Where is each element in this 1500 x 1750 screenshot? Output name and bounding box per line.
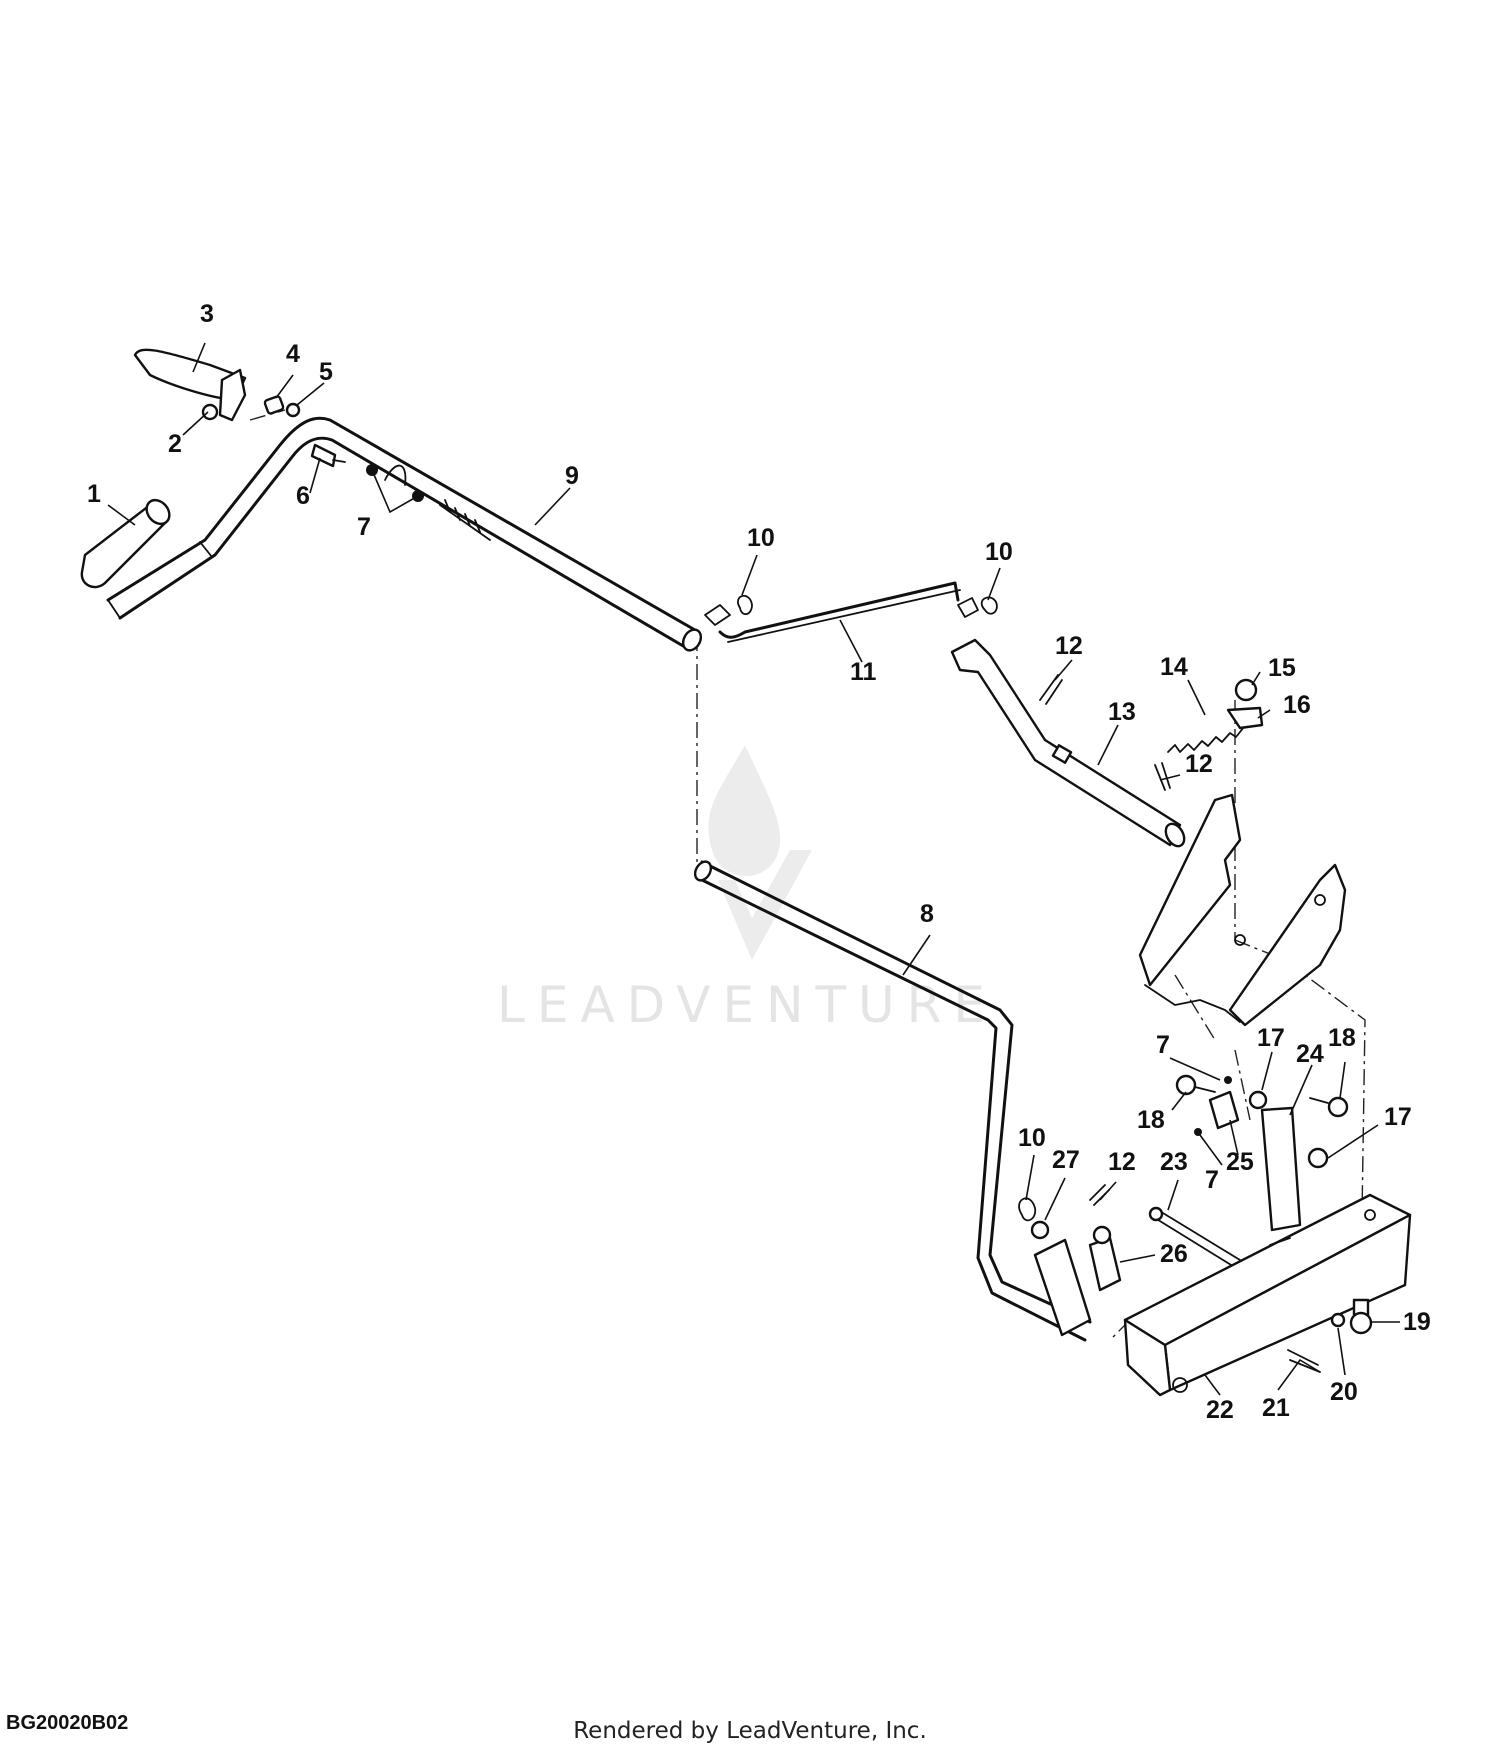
callout-18-right: 18 [1328,1024,1356,1052]
leader-lines [107,342,1400,1396]
lift-rod-8 [693,860,1092,1342]
link-rod-11 [718,581,961,643]
cotter-pin-12-upper [1039,674,1063,705]
bolt-18-right [1309,1096,1349,1118]
nut-15 [1234,678,1258,702]
callout-20: 20 [1330,1378,1358,1406]
bolt-6 [310,443,346,468]
watermark-logo [708,745,812,960]
callout-27: 27 [1052,1146,1080,1174]
washer-5 [285,402,301,418]
callout-7-upper: 7 [357,513,371,541]
callout-23: 23 [1160,1148,1188,1176]
clip-10-left [704,595,753,626]
callout-11: 11 [850,658,877,686]
callout-7-mid: 7 [1156,1031,1170,1059]
callout-10-right: 10 [985,538,1013,566]
callout-4: 4 [286,340,300,368]
rockshaft-arm-13 [950,638,1186,848]
callout-9: 9 [565,462,579,490]
callout-25: 25 [1226,1148,1254,1176]
nut-2 [201,403,219,421]
callout-19: 19 [1403,1308,1431,1336]
callout-5: 5 [319,358,333,386]
bolt-18-left [1175,1074,1216,1096]
pin-26 [1088,1225,1122,1292]
callout-14: 14 [1160,653,1188,681]
pins-7-upper [366,464,424,502]
plate-24 [1260,1106,1302,1232]
spring-14 [1167,726,1245,753]
callout-10-lower: 10 [1018,1124,1046,1152]
callout-24: 24 [1296,1040,1324,1068]
washer-20 [1330,1312,1346,1328]
watermark-text: LEADVENTURE [497,976,997,1034]
cotter-pin-12-lower [1089,1184,1110,1206]
clip-10-lower [1018,1197,1037,1222]
watermark: LEADVENTURE [497,745,997,1034]
callout-17-upper: 17 [1257,1024,1285,1052]
callout-10-left: 10 [747,524,775,552]
callout-16: 16 [1283,691,1311,719]
callout-1: 1 [87,480,101,508]
bolt-23 [1148,1206,1241,1269]
bushing-4 [263,395,285,415]
callout-8: 8 [920,900,934,928]
grip-1 [80,498,171,589]
callout-17-lower: 17 [1384,1103,1412,1131]
callout-6: 6 [296,482,310,510]
callout-26: 26 [1160,1240,1188,1268]
bracket-16 [1226,706,1264,730]
callout-3: 3 [200,300,214,328]
callout-13: 13 [1108,698,1136,726]
lever-grip-3 [133,348,247,422]
callout-12-lower: 12 [1108,1148,1136,1176]
bracket-25 [1208,1090,1240,1130]
callout-18-left: 18 [1137,1106,1165,1134]
nut-17-upper [1248,1090,1268,1110]
render-credit: Rendered by LeadVenture, Inc. [573,1718,927,1744]
callout-15: 15 [1268,654,1296,682]
clip-10-right [957,596,998,618]
callout-12-middle: 12 [1185,750,1213,778]
frame-bracket [1138,793,1347,1027]
figure-code: BG20020B02 [6,1712,129,1734]
nut-17-lower [1307,1147,1329,1169]
callout-22: 22 [1206,1396,1234,1424]
cotter-pin-12-middle [1154,762,1171,791]
pins-21 [1287,1349,1321,1373]
washer-27 [1030,1220,1050,1240]
callout-7-lower: 7 [1205,1166,1219,1194]
callout-12-upper: 12 [1055,632,1083,660]
lift-lever-rod-9 [106,416,703,652]
pins-7-lower [1194,1076,1232,1136]
callout-2: 2 [168,430,182,458]
callout-labels: 1 2 3 4 5 6 7 8 9 10 10 11 12 13 14 15 1… [87,300,1431,1424]
callout-21: 21 [1262,1394,1290,1422]
channel-bar-22 [1123,1193,1412,1397]
bolt-19 [1349,1298,1373,1335]
